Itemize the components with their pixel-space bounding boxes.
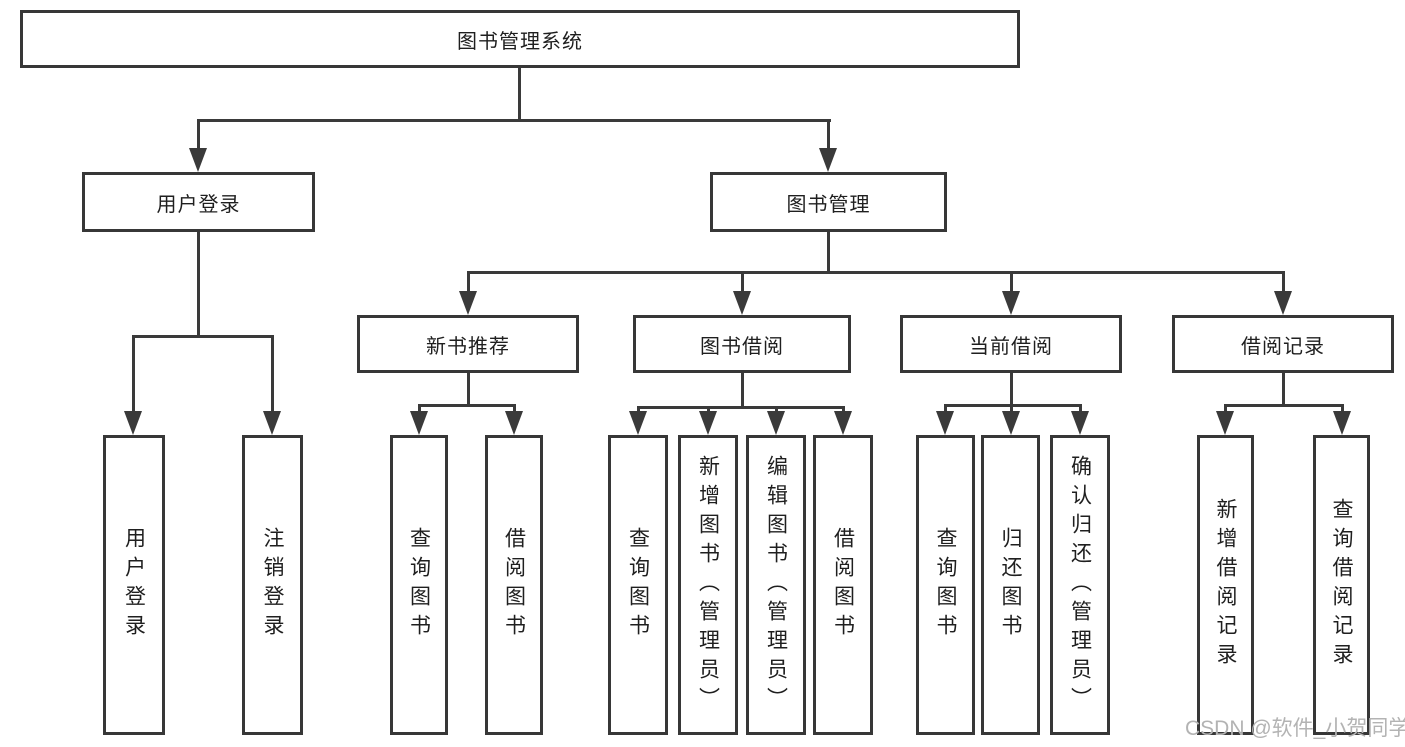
- leaf-query-books-1: 查询图书: [390, 435, 448, 735]
- connector-book-borrow-branch: [637, 406, 844, 409]
- connector-new-book-branch: [418, 404, 516, 407]
- leaf-confirm-return-admin-label: 确认归还（管理员）: [1068, 454, 1092, 716]
- connector-new-book-stem: [467, 373, 470, 407]
- arrow-down-icon: [1216, 411, 1234, 435]
- arrow-down-icon: [189, 148, 207, 172]
- connector-borrow-records-stem: [1282, 373, 1285, 407]
- node-library-system-label: 图书管理系统: [457, 30, 583, 53]
- connector-drop-leaf: [842, 406, 845, 414]
- leaf-borrow-books-2-label: 借阅图书: [831, 527, 855, 643]
- leaf-logout: 注销登录: [242, 435, 303, 735]
- connector-user-login-stem: [197, 232, 200, 338]
- connector-drop-current-borrow: [1010, 271, 1013, 293]
- arrow-down-icon: [936, 411, 954, 435]
- node-book-management-label: 图书管理: [786, 193, 871, 216]
- connector-drop-leaf: [944, 404, 947, 414]
- connector-drop-leaf: [513, 404, 516, 414]
- arrow-down-icon: [410, 411, 428, 435]
- node-book-management: 图书管理: [710, 172, 947, 232]
- connector-drop-leaf: [775, 406, 778, 414]
- node-book-borrow: 图书借阅: [633, 315, 851, 373]
- arrow-down-icon: [733, 291, 751, 315]
- connector-drop-book-mgmt: [827, 119, 830, 151]
- node-current-borrow: 当前借阅: [900, 315, 1122, 373]
- node-new-book-recommend-label: 新书推荐: [426, 335, 510, 358]
- node-user-login: 用户登录: [82, 172, 315, 232]
- arrow-down-icon: [1333, 411, 1351, 435]
- leaf-borrow-books-2: 借阅图书: [813, 435, 873, 735]
- connector-drop-leaf: [1079, 404, 1082, 414]
- connector-book-borrow-stem: [741, 373, 744, 409]
- connector-drop-leaf: [1010, 404, 1013, 414]
- connector-book-mgmt-branch: [467, 271, 1284, 274]
- connector-drop-borrow-records: [1282, 271, 1285, 293]
- leaf-return-books: 归还图书: [981, 435, 1040, 735]
- leaf-edit-books-admin: 编辑图书（管理员）: [746, 435, 806, 735]
- arrow-down-icon: [505, 411, 523, 435]
- arrow-down-icon: [124, 411, 142, 435]
- connector-drop-leaf: [707, 406, 710, 414]
- connector-drop-leaf: [132, 335, 135, 413]
- connector-borrow-records-branch: [1224, 404, 1343, 407]
- node-user-login-label: 用户登录: [156, 193, 241, 216]
- leaf-add-books-admin: 新增图书（管理员）: [678, 435, 738, 735]
- connector-current-borrow-stem: [1010, 373, 1013, 407]
- connector-drop-leaf: [418, 404, 421, 414]
- leaf-query-borrow-record-label: 查询借阅记录: [1330, 498, 1353, 672]
- arrow-down-icon: [819, 148, 837, 172]
- node-library-system: 图书管理系统: [20, 10, 1020, 68]
- connector-user-login-branch: [132, 335, 273, 338]
- connector-book-mgmt-stem: [827, 232, 830, 274]
- arrow-down-icon: [834, 411, 852, 435]
- leaf-add-borrow-record: 新增借阅记录: [1197, 435, 1254, 735]
- arrow-down-icon: [459, 291, 477, 315]
- connector-root-branch: [197, 119, 831, 122]
- connector-drop-leaf: [637, 406, 640, 414]
- leaf-query-books-3-label: 查询图书: [934, 527, 957, 643]
- connector-drop-new-book: [467, 271, 470, 293]
- connector-drop-user-login: [197, 119, 200, 151]
- node-borrow-records: 借阅记录: [1172, 315, 1394, 373]
- leaf-query-books-3: 查询图书: [916, 435, 975, 735]
- leaf-user-login-label: 用户登录: [122, 527, 146, 643]
- leaf-query-borrow-record: 查询借阅记录: [1313, 435, 1370, 735]
- leaf-return-books-label: 归还图书: [999, 527, 1022, 643]
- connector-drop-leaf: [1224, 404, 1227, 414]
- leaf-add-books-admin-label: 新增图书（管理员）: [696, 454, 720, 716]
- leaf-query-books-1-label: 查询图书: [407, 527, 431, 643]
- arrow-down-icon: [263, 411, 281, 435]
- connector-drop-leaf: [1341, 404, 1344, 414]
- arrow-down-icon: [1274, 291, 1292, 315]
- leaf-borrow-books-1: 借阅图书: [485, 435, 543, 735]
- leaf-edit-books-admin-label: 编辑图书（管理员）: [764, 454, 788, 716]
- leaf-user-login: 用户登录: [103, 435, 165, 735]
- node-current-borrow-label: 当前借阅: [969, 335, 1053, 358]
- leaf-borrow-books-1-label: 借阅图书: [502, 527, 526, 643]
- leaf-query-books-2-label: 查询图书: [626, 527, 650, 643]
- leaf-query-books-2: 查询图书: [608, 435, 668, 735]
- csdn-watermark: CSDN @软件_小贺同学: [1185, 717, 1405, 740]
- connector-drop-book-borrow: [741, 271, 744, 293]
- arrow-down-icon: [1002, 291, 1020, 315]
- node-borrow-records-label: 借阅记录: [1241, 335, 1325, 358]
- arrow-down-icon: [629, 411, 647, 435]
- leaf-logout-label: 注销登录: [261, 527, 284, 643]
- connector-root-stem: [518, 68, 521, 122]
- leaf-add-borrow-record-label: 新增借阅记录: [1214, 498, 1237, 672]
- arrow-down-icon: [1071, 411, 1089, 435]
- connector-drop-leaf: [271, 335, 274, 413]
- arrow-down-icon: [1002, 411, 1020, 435]
- node-book-borrow-label: 图书借阅: [700, 335, 784, 358]
- node-new-book-recommend: 新书推荐: [357, 315, 579, 373]
- leaf-confirm-return-admin: 确认归还（管理员）: [1050, 435, 1110, 735]
- arrow-down-icon: [767, 411, 785, 435]
- arrow-down-icon: [699, 411, 717, 435]
